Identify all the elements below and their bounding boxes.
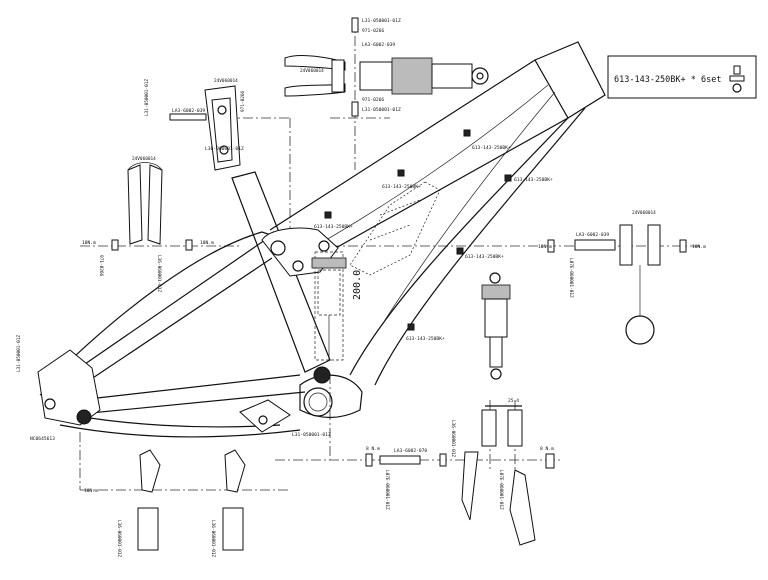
cable-guides: 613-143-250BK+ 613-143-250BK+ 613-143-25… — [314, 129, 553, 342]
hardware-label: L31-050001-01Z — [362, 18, 401, 24]
link-label: 24V060014 — [214, 78, 238, 84]
water-bottle — [349, 181, 441, 276]
cable-guide-label: 613-143-250BK+ — [382, 184, 421, 190]
dropout-label: L36-060001-01Z — [210, 520, 216, 557]
hardware-label: 971-0266 — [362, 28, 384, 34]
cable-guide-label: 613-143-250BK+ — [314, 224, 353, 230]
seat-tube — [231, 171, 331, 373]
bottom-label: LA3-6002-070 — [394, 448, 427, 454]
shock-length-label: 200.0 — [352, 270, 363, 300]
hardware-label: LA3-6002-039 — [362, 42, 395, 48]
axle-label: LA3-6002-039 — [576, 232, 609, 238]
spec-box-text: 613-143-250BK+ * 6set — [614, 75, 721, 85]
spec-box: 613-143-250BK+ * 6set — [607, 55, 757, 99]
installed-shock: 200.0 — [311, 251, 363, 361]
link-label: LA3-6002-039 — [172, 108, 205, 114]
axle-label: 971-0266 — [98, 255, 104, 277]
top-tube — [269, 59, 569, 269]
spare-shock — [481, 272, 511, 380]
rear-dropout — [37, 349, 101, 426]
link-label: L36-060001-01Z — [205, 146, 244, 152]
bottom-bracket-shell — [303, 387, 333, 417]
cable-guide-label: 613-143-250BK+ — [472, 145, 511, 151]
part-label: 24V060014 — [632, 210, 656, 216]
cable-guide-label: 613-143-250BK+ — [465, 254, 504, 260]
hanger-label: L36-060001-01Z — [450, 420, 456, 457]
torque-label: 10N.m — [82, 240, 96, 246]
bottom-label: L07E-060001-01Z — [384, 470, 390, 510]
hardware-label: L31-050001-01Z — [362, 107, 401, 113]
head-tube — [534, 41, 606, 119]
down-tube — [349, 107, 586, 386]
dropouts-exploded: L36-060001-01Z L36-060001-01Z 10N.m L31-… — [16, 335, 246, 557]
cable-guide-label: 613-143-250BK+ — [406, 336, 445, 342]
torque-label: 10N.m — [538, 244, 552, 250]
torque-label: 10N.m — [84, 488, 98, 494]
torque-label: 10N.m — [692, 244, 706, 250]
dropout-label: L36-060001-01Z — [116, 520, 122, 557]
torque-label: 8 N.m — [540, 446, 554, 452]
axle-label: L36-060001-01Z — [156, 255, 162, 292]
yoke-label: 24V060014 — [132, 156, 156, 162]
bb-dimension: 25.4 — [508, 398, 519, 404]
torque-label: 8 N.m — [366, 446, 380, 452]
dropout-label: L31-050001-01Z — [16, 335, 22, 372]
torque-label: 10N.m — [200, 240, 214, 246]
link-label: L31-050001-01Z — [144, 79, 150, 116]
top-shock-assembly: 24V060014 L31-050001-01Z 971-0266 LA3-60… — [284, 17, 489, 117]
seatstay-link-assembly: L31-050001-01Z 971-0266 LA3-6002-039 L36… — [144, 78, 246, 171]
rocker-part-number: 24V060014 — [300, 68, 324, 74]
axle-label: L07E-060001-01Z — [568, 258, 574, 298]
bottom-hardware: L31-050001-01Z LA3-6002-070 8 N.m 8 N.m … — [292, 432, 554, 510]
hanger-label: L07E-060001-01Z — [498, 470, 504, 510]
cable-guide-label: 613-143-250BK+ — [514, 177, 553, 183]
bottom-label: L31-050001-01Z — [292, 432, 331, 438]
right-axle-assembly: 10N.m LA3-6002-039 L07E-060001-01Z 10N.m… — [538, 210, 706, 345]
rear-label: NC0645613 — [30, 436, 55, 442]
left-yoke: 24V060014 10N.m 10N.m 971-0266 L36-06000… — [82, 156, 214, 292]
main-frame — [37, 41, 606, 438]
hardware-label: 971-0266 — [362, 97, 384, 103]
link-label: 971-0266 — [240, 90, 246, 112]
hanger-exploded: 25.4 L36-060001-01Z L07E-060001-01Z — [450, 398, 555, 546]
